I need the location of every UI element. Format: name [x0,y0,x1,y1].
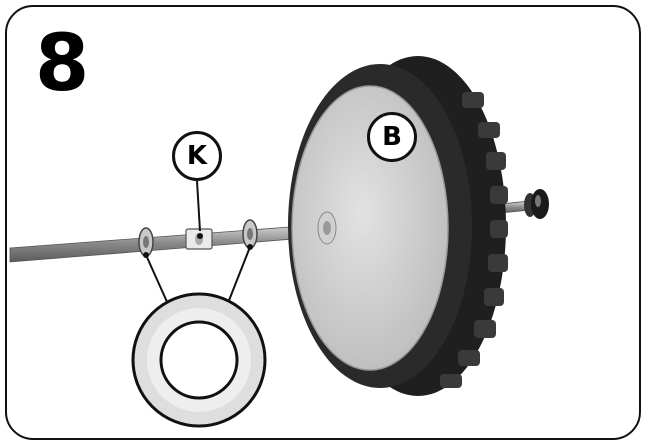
washer-left [138,227,154,257]
step-number: 8 [35,19,89,109]
axle-rod [9,223,331,263]
washer-right [242,219,258,249]
leader-line-washer-right [225,246,251,309]
washer-icon [131,292,267,428]
spacer-k [185,228,213,250]
wheel [288,56,508,396]
callout-b: B [367,112,417,162]
callout-k: K [172,131,222,181]
leader-line-k [196,180,201,232]
cap-nut [524,189,549,219]
